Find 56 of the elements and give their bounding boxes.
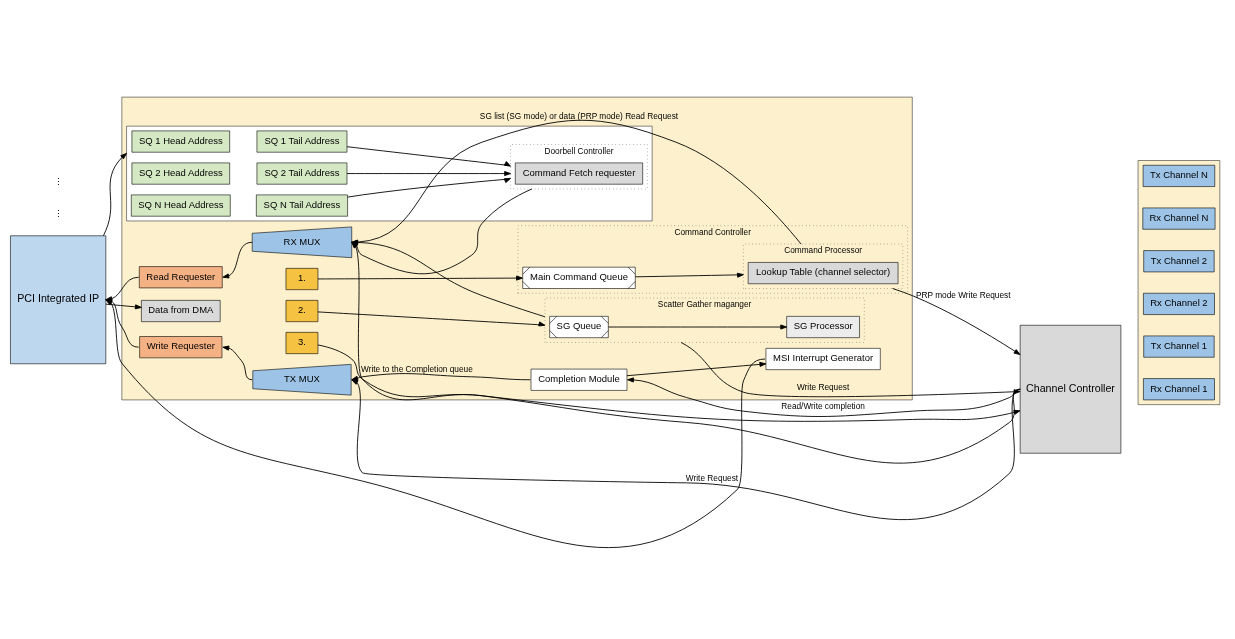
arrow	[346, 145, 511, 167]
arrow	[626, 361, 767, 376]
node-box: Completion Module	[530, 368, 628, 391]
cluster	[1137, 159, 1221, 405]
node-box: Rx Channel 1	[1143, 377, 1215, 400]
cluster	[126, 125, 653, 221]
node-box: Rx Channel 2	[1143, 292, 1215, 315]
arrow	[105, 303, 142, 309]
node-box: Tx Channel 1	[1143, 335, 1215, 358]
node-box: Channel Controller	[1019, 324, 1122, 454]
node-box: Tx Channel 2	[1143, 249, 1215, 272]
node-box: 1.	[285, 267, 319, 290]
arrow	[351, 119, 802, 245]
arrow	[351, 378, 1021, 520]
node-box: SG Processor	[786, 315, 860, 338]
arrow	[627, 376, 1021, 417]
node-box: 2.	[285, 299, 319, 322]
node-box: SQ N Head Address	[131, 194, 231, 216]
arrow	[222, 345, 253, 380]
node-box: SQ 2 Head Address	[131, 162, 230, 184]
arrow	[680, 341, 1021, 397]
edge-label: Write Request	[796, 381, 850, 392]
arrow	[347, 177, 511, 198]
arrow	[317, 310, 546, 326]
label: ⋮	[53, 175, 63, 187]
node-box: RX MUX	[251, 226, 353, 258]
node-box: Tx Channel N	[1142, 164, 1216, 187]
edge-label: Read/Write completion	[781, 400, 865, 411]
arrow	[634, 272, 744, 278]
node-box: 3.	[285, 331, 319, 354]
arrow	[607, 324, 788, 330]
label: ⋮	[53, 207, 63, 219]
node-box: TX MUX	[252, 363, 352, 395]
arrow	[351, 188, 533, 274]
node-box: PCI Integrated IP	[10, 234, 107, 364]
arrow	[346, 170, 511, 176]
node-box: Read Requester	[139, 265, 223, 288]
arrow	[892, 287, 1021, 355]
node-box: MSI Interrupt Generator	[765, 347, 881, 370]
arrow	[222, 241, 253, 278]
arrow	[317, 275, 523, 281]
node-box: Lookup Table (channel selector)	[747, 261, 899, 284]
edge-label: Write Request	[685, 472, 739, 483]
node-box: Write Requester	[139, 335, 223, 358]
node-box: Data from DMA	[141, 299, 221, 322]
edge-label: PRP mode Write Request	[916, 289, 1011, 300]
node-box: Rx Channel N	[1142, 207, 1216, 230]
node-box: SQ N Tail Address	[256, 194, 348, 216]
arrow	[103, 152, 127, 236]
node-box: SQ 2 Tail Address	[256, 162, 348, 184]
edge-label: Write to the Completion queue	[361, 363, 473, 374]
arrow	[351, 239, 546, 317]
edge-label: SG list (SG mode) or data (PRP mode) Read Request	[479, 110, 679, 121]
node-box: Command Fetch requester	[515, 162, 643, 184]
node-box: SQ 1 Tail Address	[256, 130, 348, 152]
node-box: SQ 1 Head Address	[131, 130, 230, 152]
